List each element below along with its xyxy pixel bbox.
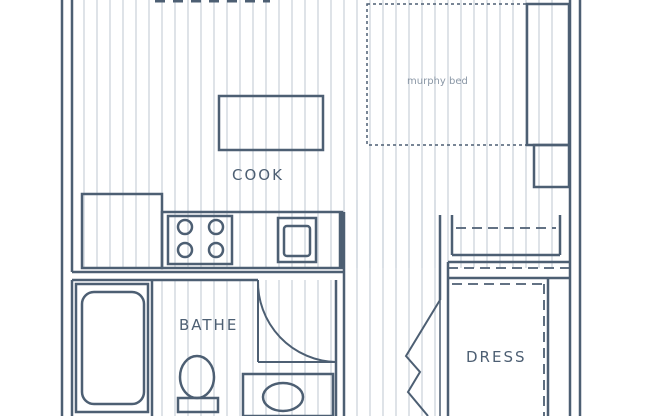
kitchen-sink-basin [282, 224, 312, 258]
dress-label: DRESS [466, 348, 527, 366]
bedside-cabinet [532, 143, 571, 189]
kitchen-counter [160, 210, 344, 270]
stove [166, 214, 234, 266]
toilet-tank [176, 396, 220, 414]
bathe-label: BATHE [179, 316, 238, 334]
murphy-bed-label: murphy bed [407, 76, 468, 87]
burner-2 [207, 218, 225, 236]
cook-label: COOK [232, 166, 284, 184]
burner-1 [176, 218, 194, 236]
floor-entry [344, 200, 444, 416]
burner-4 [207, 241, 225, 259]
floor-bath [154, 280, 344, 416]
kitchen-sink-outer [276, 216, 318, 264]
bath-door-swing [256, 279, 337, 363]
kitchen-island [217, 94, 325, 152]
vanity [241, 372, 335, 416]
burner-3 [176, 241, 194, 259]
bathtub-basin [80, 290, 146, 406]
bathtub [74, 282, 150, 414]
vanity-sink [261, 381, 305, 413]
bifold-door [404, 299, 441, 416]
